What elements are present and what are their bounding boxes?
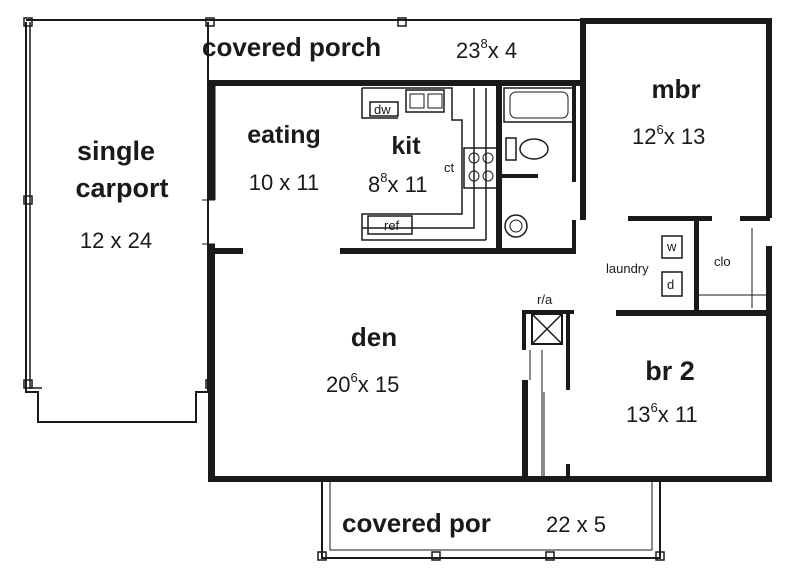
closet-label: clo xyxy=(714,254,731,269)
front-porch-outline xyxy=(317,482,665,561)
return-air-label: r/a xyxy=(537,292,553,307)
return-air-box xyxy=(531,313,563,345)
mbr-dimensions: 126x 13 xyxy=(632,122,705,149)
top-porch-name: covered porch xyxy=(202,32,381,62)
refrigerator-label: ref xyxy=(384,218,400,233)
interior-walls xyxy=(215,84,772,480)
mbr-name: mbr xyxy=(651,74,700,104)
front-porch-name: covered por xyxy=(342,508,491,538)
br2-name: br 2 xyxy=(645,356,695,386)
kit-name: kit xyxy=(391,132,421,160)
carport-outline xyxy=(23,17,215,423)
sink xyxy=(405,89,445,113)
carport-name-line1: single xyxy=(77,136,155,166)
water-heater xyxy=(504,214,528,238)
den-name: den xyxy=(351,322,397,352)
bathtub xyxy=(503,87,575,123)
front-porch-dimensions: 22 x 5 xyxy=(546,512,606,537)
top-porch-dimensions: 238x 4 xyxy=(456,36,517,63)
laundry-label: laundry xyxy=(606,261,649,276)
washer xyxy=(661,235,683,259)
wall-detail-lines xyxy=(202,86,768,478)
countertop-label: ct xyxy=(444,160,455,175)
carport-dimensions: 12 x 24 xyxy=(80,228,152,253)
dryer-label: d xyxy=(667,277,674,292)
exterior-walls xyxy=(208,18,772,482)
br2-dimensions: 136x 11 xyxy=(626,400,698,427)
eating-dimensions: 10 x 11 xyxy=(249,170,320,195)
dishwasher xyxy=(369,101,399,117)
cooktop xyxy=(463,147,499,189)
dryer xyxy=(661,271,683,297)
toilet xyxy=(505,137,549,161)
kitchen-counter xyxy=(361,87,487,241)
carport-name-line2: carport xyxy=(75,173,168,203)
top-porch-outline xyxy=(26,17,584,27)
den-dimensions: 206x 15 xyxy=(326,370,399,397)
dishwasher-label: dw xyxy=(374,102,391,117)
refrigerator xyxy=(367,215,413,235)
washer-label: w xyxy=(666,239,677,254)
kit-dimensions: 88x 11 xyxy=(368,170,427,197)
eating-name: eating xyxy=(247,121,321,149)
